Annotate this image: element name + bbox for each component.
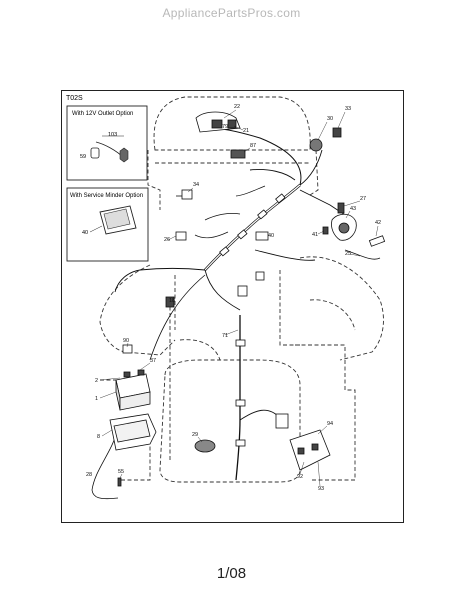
callout-labels: 22 21 79 87 33 30 34 27 43 42 41 40 26 2… [86,104,381,492]
inset-12v-outlet: With 12V Outlet Option 103 59 [66,105,148,181]
callout-41: 41 [312,232,318,238]
callout-2: 2 [95,378,98,384]
diagram-code: T02S [66,95,83,102]
callout-79: 79 [222,124,228,130]
callout-92: 92 [297,474,303,480]
callout-93: 93 [318,486,324,492]
callout-25: 25 [345,251,351,257]
callout-26: 26 [164,237,170,243]
callout-40-inset: 40 [82,230,88,236]
callout-28: 28 [86,472,92,478]
callout-29: 29 [192,432,198,438]
leader-lines [99,109,379,487]
components [109,111,386,487]
main-harness [91,127,381,500]
site-watermark: AppliancePartsPros.com [162,6,301,20]
callout-55: 55 [118,469,124,475]
callout-40: 40 [268,233,274,239]
callout-87: 87 [250,143,256,149]
inset-12v-title: With 12V Outlet Option [72,111,133,117]
callout-27: 27 [360,196,366,202]
callout-42: 42 [375,220,381,226]
callout-59: 59 [80,154,86,160]
callout-33: 33 [345,106,351,112]
inset-service-title: With Service Minder Option [70,193,143,199]
tractor-outline [99,96,384,483]
page-number: 1/08 [216,565,247,582]
callout-90: 90 [123,338,129,344]
callout-21: 21 [243,128,249,134]
callout-8: 8 [97,434,100,440]
callout-34: 34 [193,182,199,188]
harness-clips [219,193,286,447]
callout-43: 43 [350,206,356,212]
callout-37: 37 [150,358,156,364]
callout-1: 1 [95,396,98,402]
inset-service-minder: With Service Minder Option 40 [66,187,149,262]
callout-94: 94 [327,421,333,427]
callout-22: 22 [234,104,240,110]
callout-18: 18 [169,298,175,304]
callout-71: 71 [222,333,228,339]
callout-103: 103 [108,132,117,138]
callout-30: 30 [327,116,333,122]
